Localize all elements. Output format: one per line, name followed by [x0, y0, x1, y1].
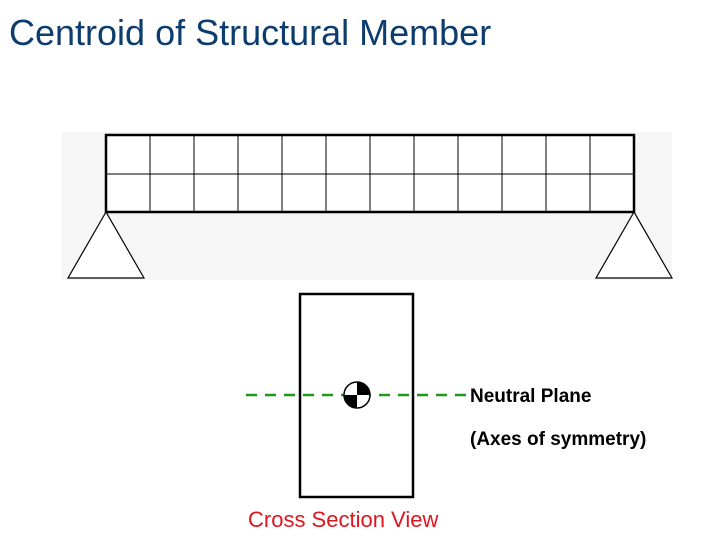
slide-title: Centroid of Structural Member: [9, 12, 492, 53]
cross-section-view-caption: Cross Section View: [248, 507, 439, 532]
right-support-triangle: [594, 210, 674, 279]
cross-section-rectangle: [298, 292, 415, 499]
left-support-triangle: [66, 210, 146, 279]
neutral-plane-label: Neutral Plane: [470, 386, 592, 407]
beam-mesh: [104, 133, 636, 214]
centroid-symbol-icon: [343, 381, 371, 409]
axes-of-symmetry-label: (Axes of symmetry): [470, 429, 647, 450]
beam-mesh-verticals: [149, 135, 591, 212]
